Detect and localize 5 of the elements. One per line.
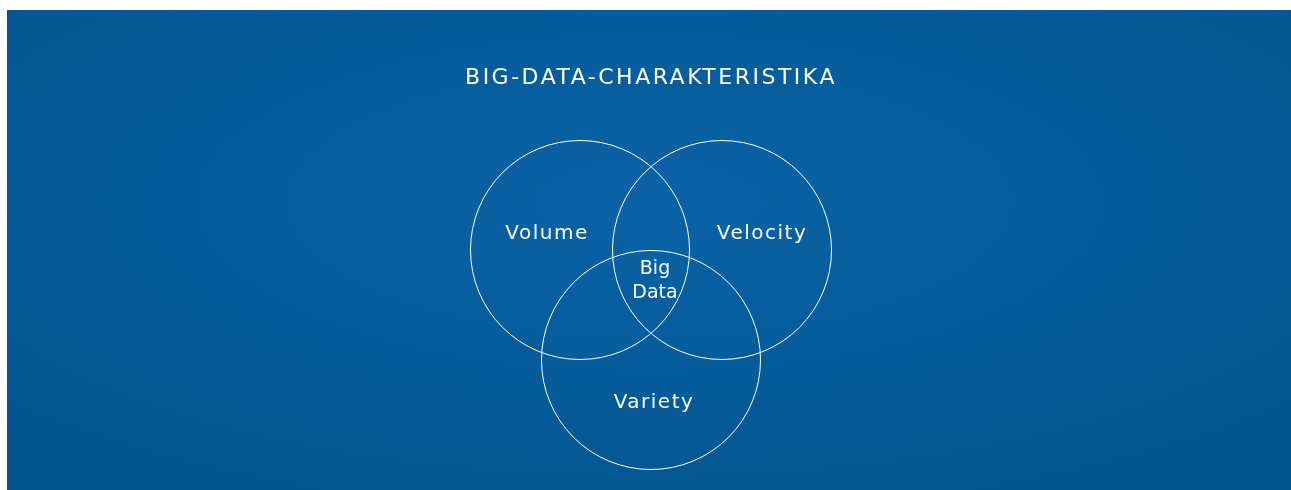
- circle-label: Variety: [613, 389, 695, 413]
- circle-label: Volume: [505, 220, 589, 244]
- diagram-title: BIG-DATA-CHARAKTERISTIKA: [465, 63, 837, 89]
- intersection-label: Big Data: [631, 256, 679, 304]
- circle-label: Velocity: [716, 220, 808, 244]
